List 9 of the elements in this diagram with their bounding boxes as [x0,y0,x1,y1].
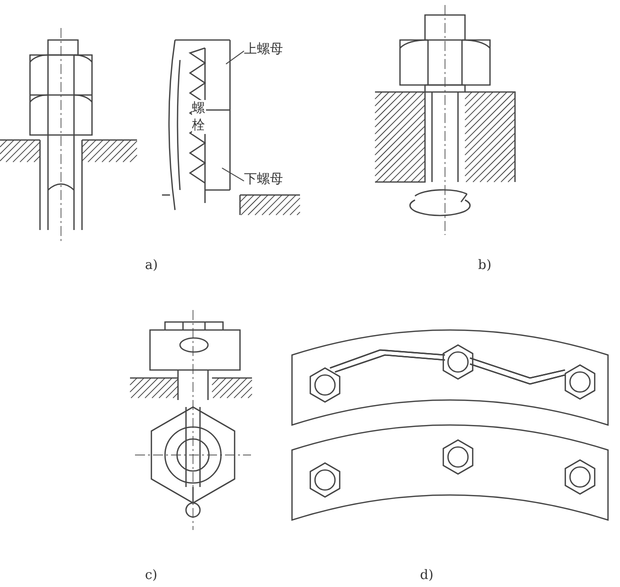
part-label: 螺栓 [192,100,206,134]
leader-line [222,168,244,182]
part-label: 上螺母 [244,42,283,58]
part-label: 下螺母 [244,172,283,188]
figure-label: a) [145,258,158,274]
leader-line [226,50,244,64]
figure-label: c) [145,568,158,584]
figure-label: d) [420,568,434,584]
figure-label: b) [478,258,492,274]
